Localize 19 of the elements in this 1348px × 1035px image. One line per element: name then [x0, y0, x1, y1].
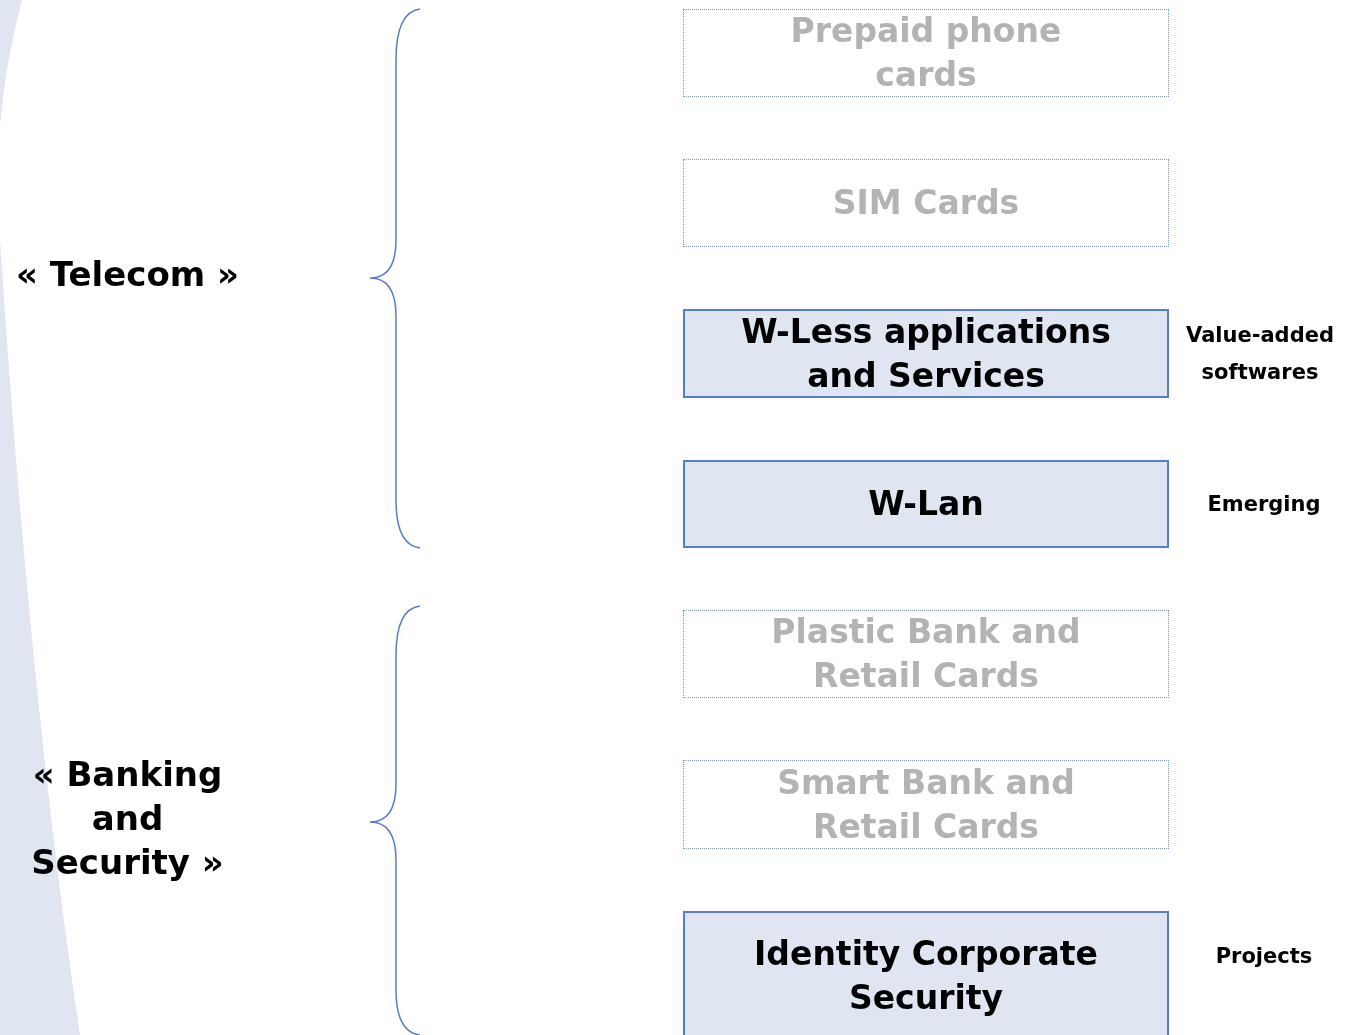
box-label: Identity Corporate Security: [753, 933, 1099, 1019]
highlighted-box: [683, 309, 1169, 398]
box-label: W-Less applications and Services: [740, 310, 1112, 397]
box-label: Plastic Bank and Retail Cards: [770, 611, 1082, 697]
group-label: « Banking and Security »: [30, 753, 225, 884]
box-label: Smart Bank and Retail Cards: [776, 761, 1076, 848]
dotted-box: [683, 9, 1169, 97]
dotted-box: [683, 760, 1169, 849]
box-label: Prepaid phone cards: [789, 10, 1063, 96]
highlighted-box: [683, 460, 1169, 548]
side-note: Emerging: [1206, 491, 1322, 518]
side-note: Projects: [1214, 943, 1314, 970]
box-label: SIM Cards: [832, 182, 1020, 224]
highlighted-box: [683, 911, 1169, 1035]
dotted-box: [683, 610, 1169, 698]
group-label: « Telecom »: [15, 253, 240, 296]
box-label: W-Lan: [868, 483, 984, 525]
side-note: Value-added softwares: [1185, 321, 1335, 386]
dotted-box: [683, 159, 1169, 247]
